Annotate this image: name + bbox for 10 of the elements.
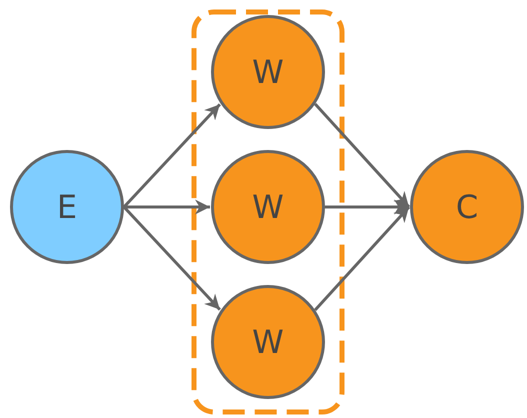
node-label: W <box>252 323 284 361</box>
arrow <box>122 206 221 311</box>
arrow <box>325 200 409 214</box>
arrow <box>124 200 210 214</box>
arrow <box>122 103 221 208</box>
node-label: E <box>56 188 78 226</box>
node-label: W <box>252 53 284 91</box>
arrow <box>314 206 410 312</box>
node-label: W <box>252 188 284 226</box>
node-label: C <box>456 188 478 226</box>
